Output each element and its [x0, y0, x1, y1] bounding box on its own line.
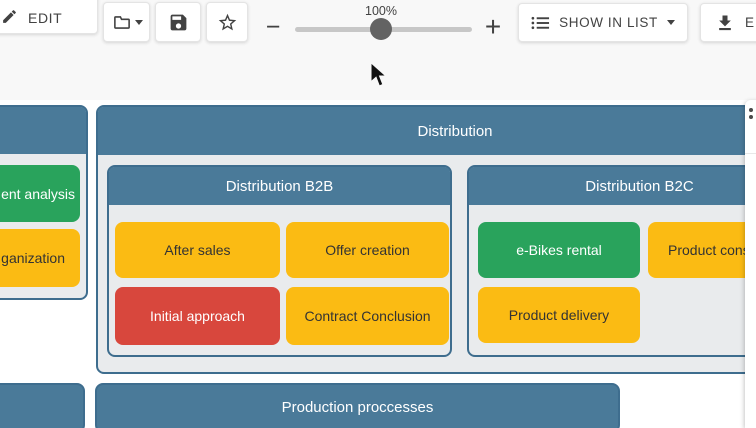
list-icon: [531, 15, 550, 31]
favorite-star-button[interactable]: [206, 2, 248, 42]
export-button[interactable]: E: [700, 3, 756, 42]
container-b2c-header[interactable]: Distribution B2C: [469, 167, 756, 205]
download-icon: [715, 13, 735, 33]
menu-icon: [749, 115, 753, 119]
show-in-list-label: SHOW IN LIST: [559, 15, 658, 30]
caret-down-icon: [666, 20, 675, 25]
zoom-level-label: 100%: [365, 4, 397, 18]
node-initial-approach[interactable]: Initial approach: [115, 287, 280, 345]
node-product-consulting[interactable]: Product consu: [648, 222, 756, 278]
zoom-out-button[interactable]: −: [258, 12, 288, 42]
edit-button-label: EDIT: [28, 10, 63, 26]
caret-down-icon: [134, 19, 143, 25]
container-production-processes[interactable]: Production proccesses: [95, 383, 620, 428]
panel-divider: [745, 153, 756, 154]
folder-icon: [111, 13, 133, 32]
node-ent-analysis[interactable]: ent analysis: [0, 165, 80, 222]
star-icon: [217, 12, 238, 33]
node-product-delivery[interactable]: Product delivery: [478, 287, 640, 343]
save-icon: [168, 12, 189, 33]
node-ebikes-rental[interactable]: e-Bikes rental: [478, 222, 640, 278]
zoom-in-button[interactable]: +: [477, 10, 509, 44]
node-contract-conclusion[interactable]: Contract Conclusion: [286, 287, 449, 345]
production-title: Production proccesses: [281, 399, 434, 416]
container-bottom-left-partial[interactable]: [0, 383, 85, 428]
edit-button[interactable]: EDIT: [0, 0, 98, 34]
side-panel-partial[interactable]: [745, 100, 756, 428]
pencil-icon: [1, 8, 18, 25]
show-in-list-button[interactable]: SHOW IN LIST: [518, 3, 688, 42]
container-b2b-header[interactable]: Distribution B2B: [109, 167, 450, 205]
node-after-sales[interactable]: After sales: [115, 222, 280, 278]
menu-icon: [749, 108, 753, 112]
toolbar: EDIT 100% − +: [0, 0, 756, 100]
export-button-label: E: [745, 15, 755, 30]
node-ganization[interactable]: ganization: [0, 229, 80, 287]
container-distribution-header[interactable]: Distribution: [98, 107, 756, 155]
node-offer-creation[interactable]: Offer creation: [286, 222, 449, 278]
open-folder-button[interactable]: [103, 2, 150, 42]
zoom-slider-handle[interactable]: [370, 18, 392, 40]
save-button[interactable]: [155, 2, 201, 42]
container-left-header: [0, 107, 86, 154]
